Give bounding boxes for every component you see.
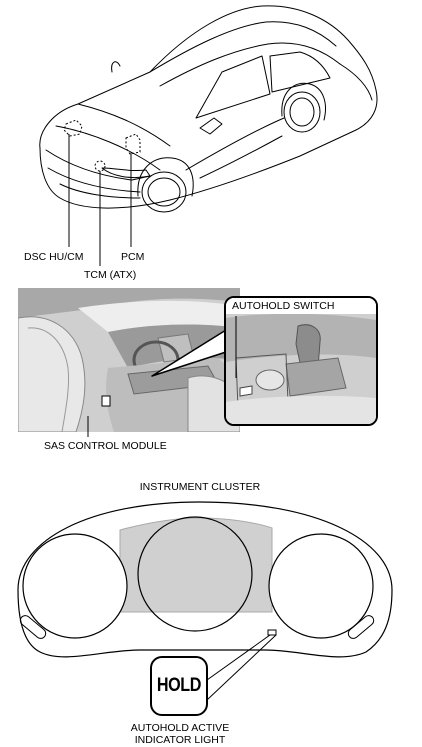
interior-photo [18,288,240,432]
right-slot [347,615,375,639]
autohold-indicator-label-line1: AUTOHOLD ACTIVE [130,722,230,734]
left-gauge [22,533,128,639]
center-gauge [137,516,253,632]
autohold-switch-label: AUTOHOLD SWITCH [232,300,335,312]
sas-control-module-label: SAS CONTROL MODULE [44,440,167,452]
indicator-location [267,629,277,636]
car-diagram [39,5,378,266]
hold-indicator-icon: HOLD [150,656,208,716]
right-gauge [268,533,374,639]
left-slot [19,615,47,639]
cluster-bezel [17,501,393,658]
pcm-label: PCM [121,251,145,263]
interior-illustration [18,288,240,432]
center-display [119,517,273,613]
instrument-cluster-title: INSTRUMENT CLUSTER [139,481,261,493]
autohold-indicator-label-line2: INDICATOR LIGHT [134,734,226,746]
hold-indicator-text: HOLD [156,675,202,696]
dsc-hu-cm-label: DSC HU/CM [24,251,84,263]
tcm-label: TCM (ATX) [84,269,137,281]
autohold-switch-illustration [226,298,376,424]
autohold-callout [224,296,378,426]
